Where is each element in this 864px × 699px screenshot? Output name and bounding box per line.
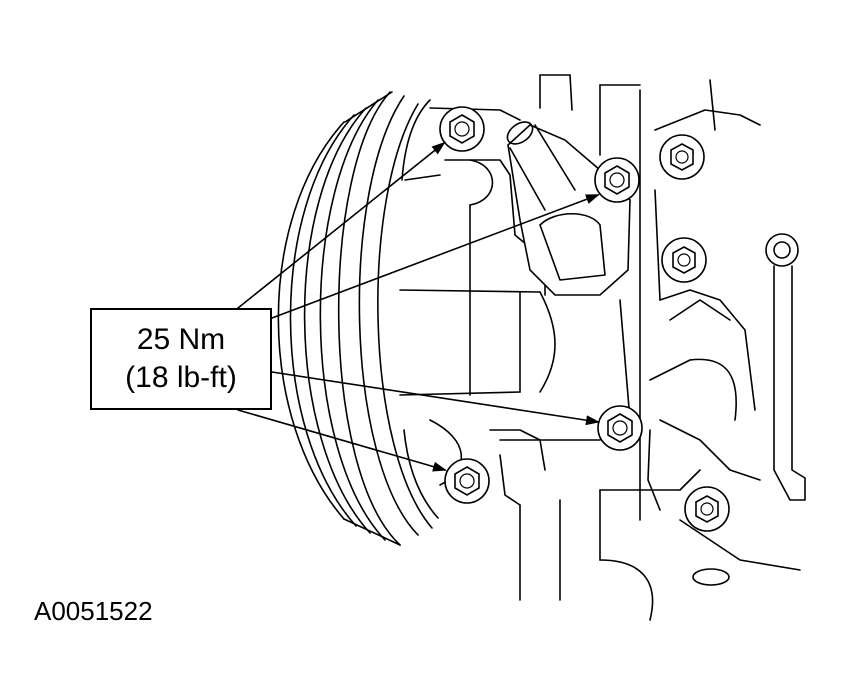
leader-arrow-lower-right [271, 371, 600, 426]
torque-lbft-label: (18 lb-ft) [125, 361, 237, 394]
pump-bolt-upper-left [439, 106, 485, 152]
drive-pulley [277, 91, 439, 546]
bracket-bolt-3 [684, 486, 730, 532]
bracket-bolt-1 [659, 134, 705, 180]
torque-callout: 25 Nm (18 lb-ft) [90, 308, 272, 410]
bracket-arm [765, 233, 806, 501]
pump-housing [399, 74, 641, 506]
bracket-bolt-2 [661, 237, 707, 283]
leader-arrow-upper-right [271, 194, 600, 319]
hose-fitting [506, 121, 631, 296]
pump-bolt-upper-right [594, 157, 640, 203]
figure-id-label: A0051522 [34, 596, 153, 626]
mounting-bracket [499, 79, 801, 621]
leader-arrow-lower-left [237, 409, 447, 472]
torque-nm-label: 25 Nm [136, 323, 226, 356]
pump-bolt-lower-right [597, 405, 643, 451]
leader-arrow-upper-left [237, 141, 446, 309]
pump-bolt-lower-left [444, 458, 490, 504]
